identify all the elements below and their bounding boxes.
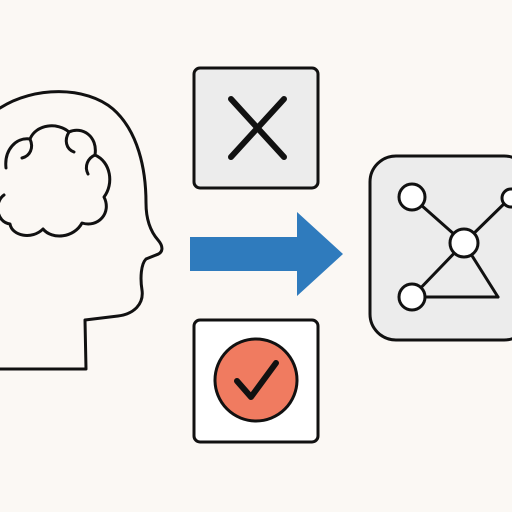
graph-node [397, 282, 427, 312]
reject-box [192, 66, 320, 190]
right-arrow-icon [190, 212, 343, 296]
network-box [368, 154, 512, 342]
brain-fold [84, 153, 97, 176]
checkmark-icon [234, 360, 279, 400]
check-circle [213, 337, 299, 423]
human-head-icon [0, 90, 164, 371]
graph-node [448, 227, 480, 259]
graph-node [500, 187, 512, 209]
graph-node [397, 182, 427, 212]
brain-fold [64, 130, 76, 154]
cross-icon [228, 96, 287, 160]
accept-box [192, 318, 320, 444]
head-outline [0, 90, 164, 371]
network-panel [368, 154, 512, 342]
brain-icon [0, 124, 112, 238]
graph-nodes [397, 182, 512, 312]
brain-fold [20, 137, 34, 160]
